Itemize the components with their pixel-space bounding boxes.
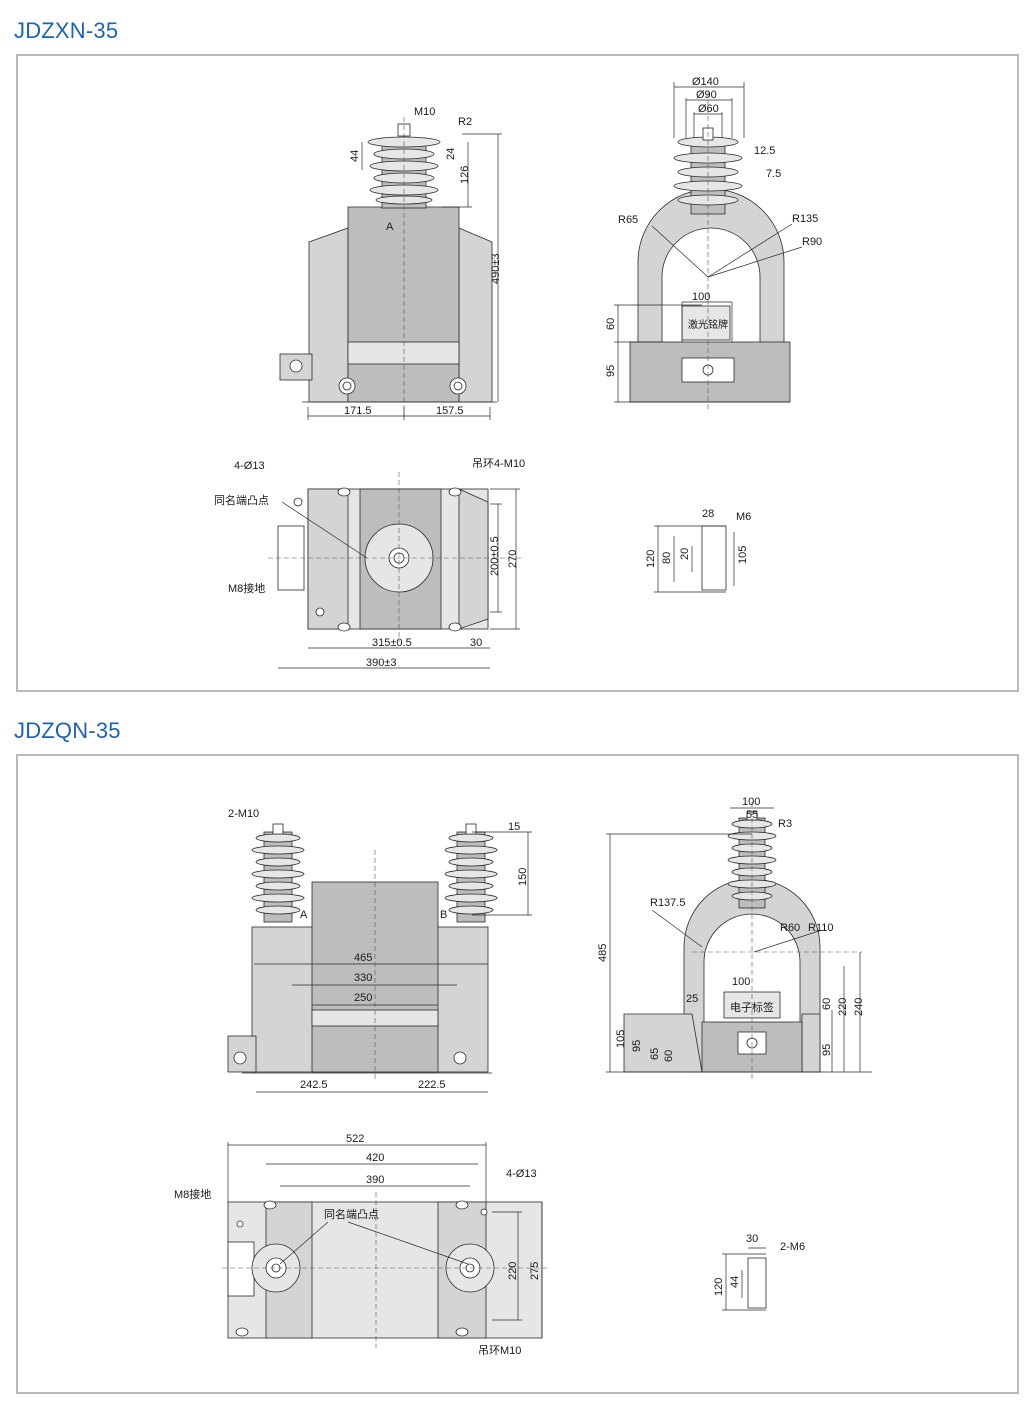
- laser-nameplate: 激光铭牌: [688, 318, 728, 331]
- dim-222-5: 222.5: [418, 1079, 446, 1091]
- dim-100: 100: [742, 796, 760, 808]
- jdzqn-side-view: 100 55 R3 R137.5 R60 R110 485 100 电子标签 2…: [597, 796, 872, 1082]
- dim-65: 65: [649, 1048, 661, 1060]
- dim-126: 126: [459, 166, 471, 184]
- dim-420: 420: [366, 1152, 384, 1164]
- dim-60: 60: [663, 1050, 675, 1062]
- dim-r110: R110: [808, 922, 833, 934]
- dim-242-5: 242.5: [300, 1079, 328, 1091]
- dim-60: 60: [605, 318, 617, 330]
- dim-30: 30: [746, 1233, 758, 1245]
- dim-80: 80: [661, 552, 673, 564]
- dim-150: 150: [517, 868, 529, 886]
- dim-100b: 100: [732, 976, 750, 988]
- jdzqn-terminal-box: 30 2-M6 120 44: [713, 1233, 805, 1311]
- dim-2-m6: 2-M6: [780, 1241, 805, 1253]
- dim-105: 105: [737, 546, 749, 564]
- lifting-ring-m10: 吊环M10: [478, 1344, 521, 1357]
- dim-95-right: 95: [821, 1044, 833, 1056]
- dim-270: 270: [507, 550, 519, 568]
- polarity-bump-label: 同名端凸点: [324, 1207, 379, 1221]
- dim-200: 200±0.5: [489, 536, 501, 576]
- dim-12-5: 12.5: [754, 145, 775, 157]
- label-a: A: [386, 221, 394, 233]
- drawing-panel-jdzqn: 2-M10 15 150 A B 465 330 250 242.5 222.5…: [16, 754, 1019, 1394]
- dim-100: 100: [692, 291, 710, 303]
- dim-315: 315±0.5: [372, 637, 412, 649]
- dim-250: 250: [354, 992, 372, 1004]
- dim-20: 20: [679, 548, 691, 560]
- dim-r60: R60: [780, 922, 800, 934]
- dim-30: 30: [470, 637, 482, 649]
- dim-2-m10: 2-M10: [228, 808, 259, 820]
- jdzxn-top-view: 4-Ø13 吊环4-M10 同名端凸点 M8接地 200±0.5 270 315…: [214, 457, 525, 669]
- jdzxn-side-view: Ø140 Ø90 Ø60 12.5 7.5 R65 R135 R90 100 激…: [605, 76, 822, 410]
- dim-25: 25: [686, 993, 698, 1005]
- dim-r137-5: R137.5: [650, 897, 685, 909]
- dim-d140: Ø140: [692, 76, 719, 88]
- dim-r135: R135: [792, 213, 818, 225]
- dim-275: 275: [529, 1262, 541, 1280]
- dim-7-5: 7.5: [766, 168, 781, 180]
- dim-490: 490±3: [490, 253, 502, 284]
- dim-157-5: 157.5: [436, 405, 464, 417]
- dim-m10: M10: [414, 106, 435, 118]
- dim-465: 465: [354, 952, 372, 964]
- dim-522: 522: [346, 1133, 364, 1145]
- label-b: B: [440, 909, 447, 921]
- dim-95: 95: [605, 365, 617, 377]
- section-title-jdzxn: JDZXN-35: [14, 18, 119, 43]
- polarity-bump-label: 同名端凸点: [214, 493, 269, 507]
- dim-55: 55: [746, 809, 758, 821]
- dim-r2: R2: [458, 116, 472, 128]
- jdzqn-drawing: 2-M10 15 150 A B 465 330 250 242.5 222.5…: [174, 796, 872, 1357]
- drawing-panel-jdzxn: M10 R2 44 24 126 490±3 A 171.5 157.5: [16, 54, 1019, 692]
- dim-d60: Ø60: [698, 103, 719, 115]
- dim-4-d13: 4-Ø13: [234, 460, 265, 472]
- ground-m8-label: M8接地: [174, 1188, 211, 1201]
- electronic-tag: 电子标签: [730, 1000, 774, 1014]
- dim-24: 24: [445, 148, 457, 160]
- dim-390: 390: [366, 1174, 384, 1186]
- dim-220: 220: [507, 1262, 519, 1280]
- dim-r90: R90: [802, 236, 822, 248]
- dim-r65: R65: [618, 214, 638, 226]
- ground-m8-label: M8接地: [228, 582, 265, 595]
- section-title-jdzqn: JDZQN-35: [14, 718, 121, 743]
- dim-485: 485: [597, 944, 609, 962]
- lifting-ring-4-m10: 吊环4-M10: [472, 457, 525, 470]
- dim-44: 44: [349, 150, 361, 162]
- jdzqn-top-view: 522 420 390 4-Ø13 M8接地 同名端凸点 220 275 吊环M…: [174, 1133, 547, 1357]
- dim-120: 120: [645, 550, 657, 568]
- dim-60-right: 60: [821, 998, 833, 1010]
- label-a: A: [300, 909, 308, 921]
- jdzxn-front-view: M10 R2 44 24 126 490±3 A 171.5 157.5: [279, 106, 502, 420]
- dim-105: 105: [615, 1030, 627, 1048]
- dim-330: 330: [354, 972, 372, 984]
- jdzqn-front-view: 2-M10 15 150 A B 465 330 250 242.5 222.5: [227, 808, 532, 1093]
- dim-15: 15: [508, 821, 520, 833]
- dim-d90: Ø90: [696, 89, 717, 101]
- dim-m6: M6: [736, 511, 751, 523]
- dim-240: 240: [853, 998, 865, 1016]
- dim-120: 120: [713, 1278, 725, 1296]
- dim-390: 390±3: [366, 657, 397, 669]
- jdzxn-terminal-box: 28 M6 120 80 20 105: [645, 508, 751, 593]
- dim-95: 95: [631, 1040, 643, 1052]
- dim-r3: R3: [778, 818, 792, 830]
- jdzxn-drawing: M10 R2 44 24 126 490±3 A 171.5 157.5: [214, 76, 822, 669]
- dim-171-5: 171.5: [344, 405, 372, 417]
- dim-4-d13: 4-Ø13: [506, 1168, 537, 1180]
- dim-28: 28: [702, 508, 714, 520]
- dim-220: 220: [837, 998, 849, 1016]
- dim-44: 44: [729, 1276, 741, 1288]
